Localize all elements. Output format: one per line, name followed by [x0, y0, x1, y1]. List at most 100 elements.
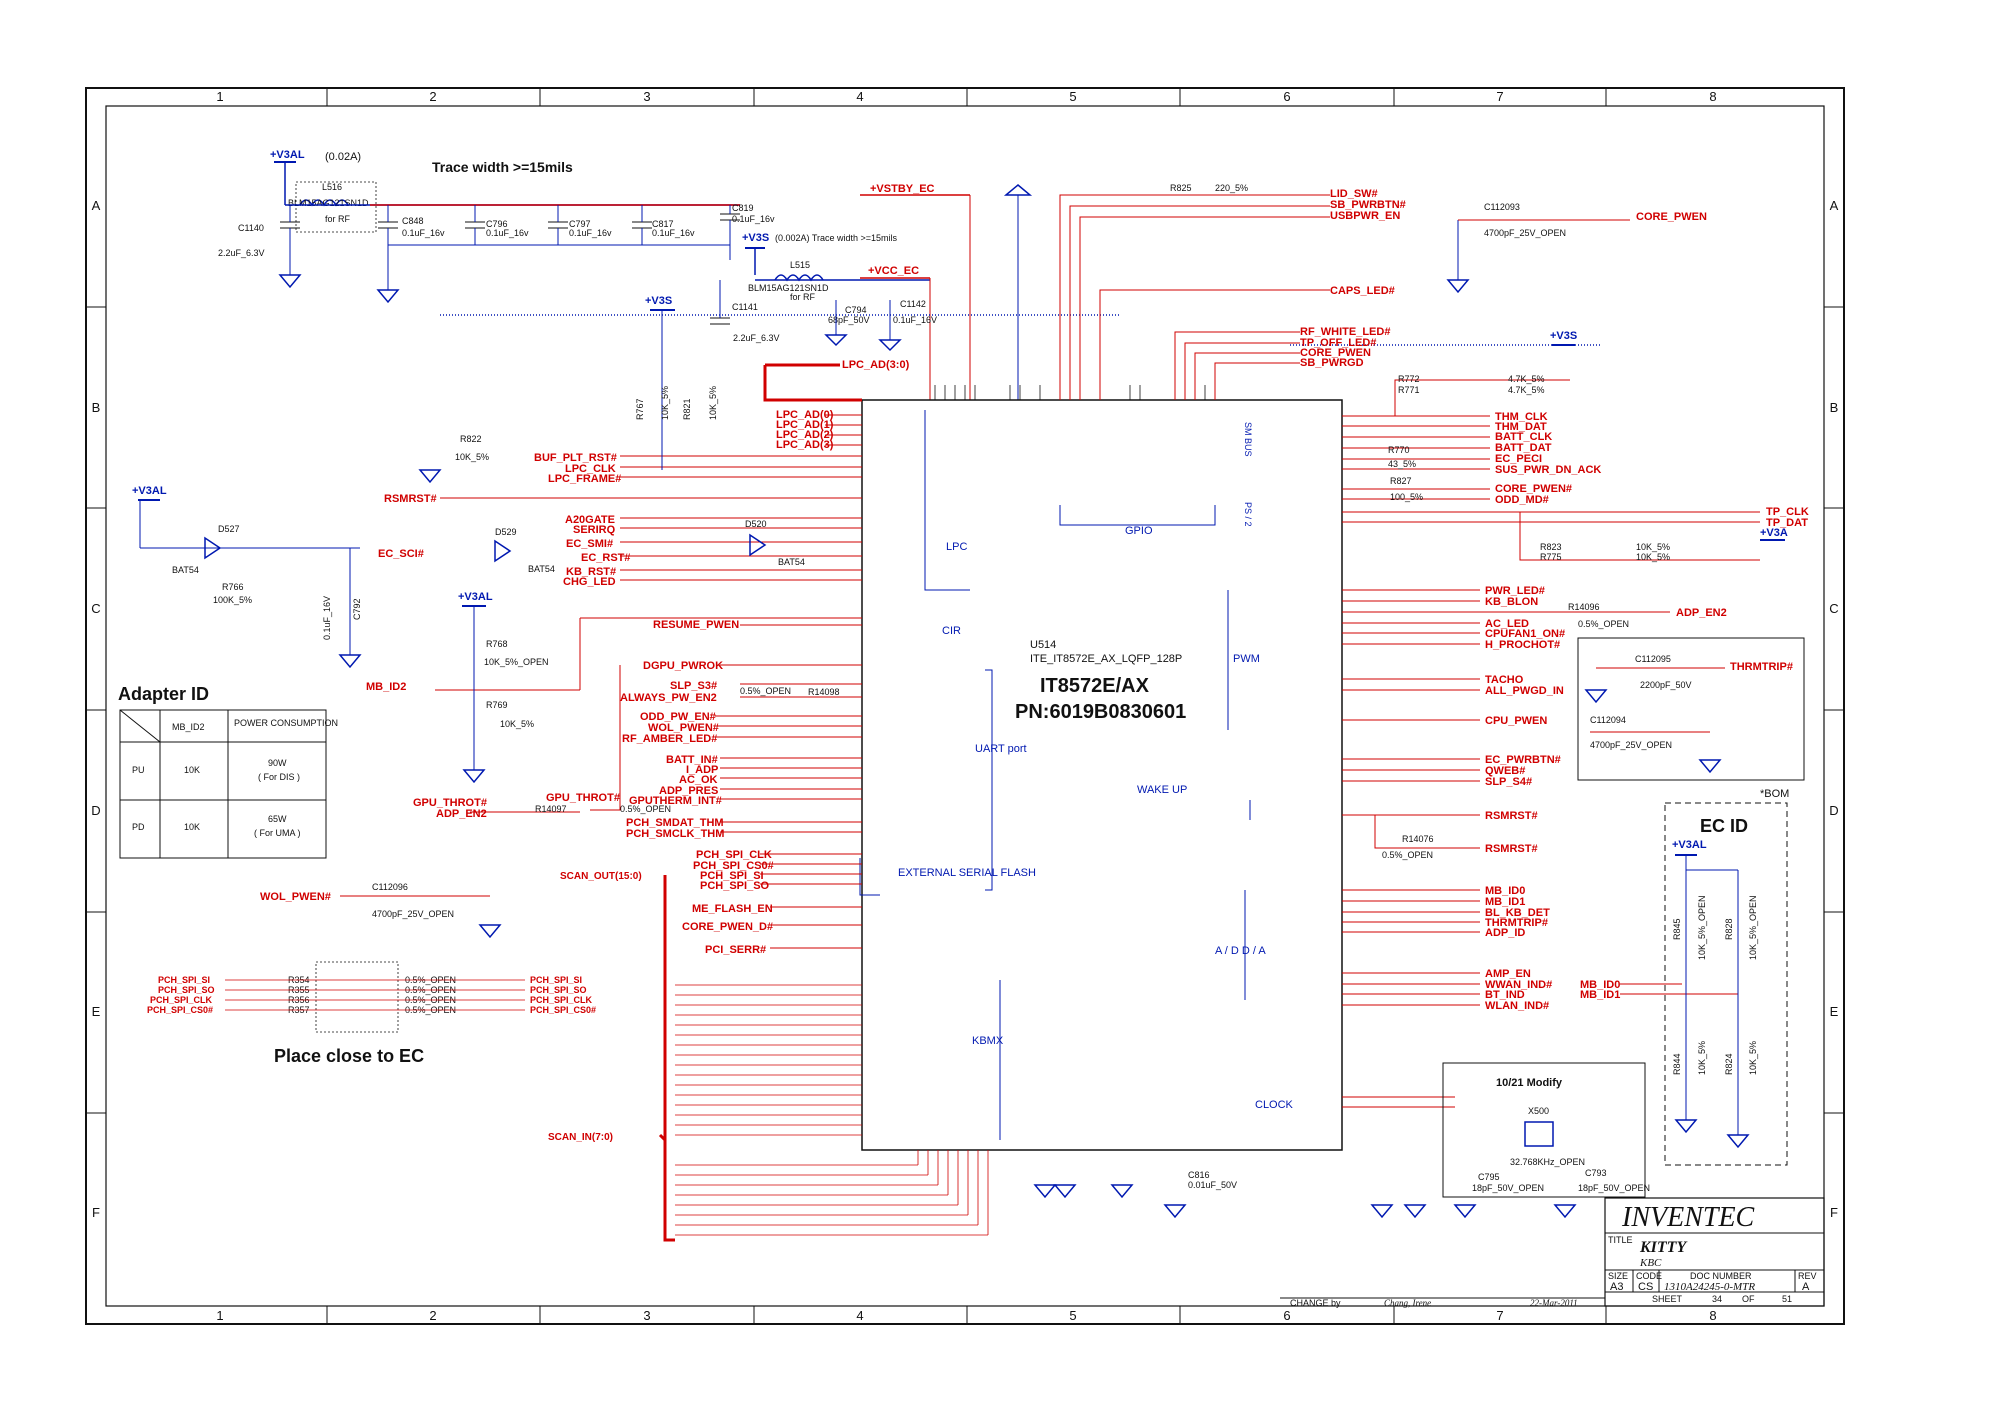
v3al-rail-label-2: +V3AL [132, 485, 167, 497]
c112093-ref: C112093 [1484, 202, 1520, 212]
c848-ref: C848 [402, 216, 424, 226]
r14076-value: 0.5%_OPEN [1382, 850, 1433, 860]
net-adp-id: ADP_ID [1485, 927, 1525, 939]
net-ec-sci: EC_SCI# [378, 548, 424, 560]
r844-ref: R844 [1672, 1053, 1682, 1075]
v3al-rail-label: +V3AL [270, 149, 305, 161]
net-tp-off-led: TP_OFF_LED# [1300, 337, 1376, 349]
v3al-rail-label-4: +V3AL [1672, 839, 1707, 851]
net-pwr-led: PWR_LED# [1485, 585, 1545, 597]
of-label: OF [1742, 1294, 1755, 1304]
rev-value: A [1802, 1281, 1810, 1293]
r14097-ref: R14097 [535, 804, 567, 814]
chip-pn: PN:6019B0830601 [1015, 701, 1186, 723]
table-row2-watts: 65W [268, 814, 287, 824]
code-label: CODE [1636, 1271, 1662, 1281]
net-ac-ok: AC_OK [679, 774, 718, 786]
r845-value: 10K_5%_OPEN [1697, 895, 1707, 960]
adapter-id-table: Adapter ID MB_ID2 POWER CONSUMPTION PU 1… [118, 684, 338, 859]
d529-ref: D529 [495, 527, 517, 537]
net-pch-spi-clk: PCH_SPI_CLK [696, 849, 772, 861]
size-label: SIZE [1608, 1271, 1628, 1281]
table-row2-note: ( For UMA ) [254, 828, 301, 838]
d529-part: BAT54 [528, 564, 555, 574]
block-cir: CIR [942, 625, 961, 637]
trace-width-note: Trace width >=15mils [432, 159, 573, 175]
net-pch-spi-so: PCH_SPI_SO [700, 880, 770, 892]
row-letter-e: E [92, 1004, 101, 1019]
l516-for-rf: for RF [325, 214, 351, 224]
spi-cs0-right: PCH_SPI_CS0# [530, 1005, 596, 1015]
change-by: Chang, Irene [1384, 1298, 1431, 1308]
net-sb-pwrgd: SB_PWRGD [1300, 357, 1364, 369]
c1142-ref: C1142 [900, 299, 926, 309]
r822-value: 10K_5% [455, 452, 489, 462]
net-scan-in: SCAN_IN(7:0) [548, 1132, 613, 1143]
net-adp-pres: ADP_PRES [659, 785, 718, 797]
doc-label: DOC NUMBER [1690, 1271, 1752, 1281]
table-row2-id: PD [132, 822, 145, 832]
net-ac-led: AC_LED [1485, 618, 1529, 630]
c816-value: 0.01uF_50V [1188, 1180, 1237, 1190]
net-thm-clk: THM_CLK [1495, 411, 1548, 423]
net-mb-id0: MB_ID0 [1485, 885, 1525, 897]
table-row1-watts: 90W [268, 758, 287, 768]
r768-value: 10K_5%_OPEN [484, 657, 549, 667]
v3s-rail-label-3: +V3S [1550, 330, 1577, 342]
c1142-value: 0.1uF_16V [893, 315, 937, 325]
net-serirq: SERIRQ [573, 524, 616, 536]
net-wol-pwen-2: WOL_PWEN# [260, 891, 331, 903]
table-header-power: POWER CONSUMPTION [234, 718, 338, 728]
net-rsmrst: RSMRST# [384, 493, 437, 505]
r770-ref: R770 [1388, 445, 1410, 455]
sheet-label: SHEET [1652, 1294, 1683, 1304]
outer-frame [85, 87, 1845, 1325]
spi-si-right: PCH_SPI_SI [530, 975, 582, 985]
row-letter-f: F [92, 1205, 100, 1220]
net-batt-dat: BATT_DAT [1495, 442, 1552, 454]
right-wiring [1059, 194, 1760, 1108]
vstby-ec-label: +VSTBY_EC [870, 183, 935, 195]
modify-note: 10/21 Modify [1496, 1077, 1563, 1089]
net-ec-smi: EC_SMI# [566, 538, 613, 550]
r14096-value: 0.5%_OPEN [1578, 619, 1629, 629]
net-ec-peci: EC_PECI [1495, 453, 1542, 465]
title-block: INVENTEC TITLE KITTY KBC SIZE A3 CODE CS… [1280, 1197, 1825, 1308]
v3a-rail-label: +V3A [1760, 527, 1788, 539]
block-flash: EXTERNAL SERIAL FLASH [898, 867, 1036, 879]
r775-value: 10K_5% [1636, 552, 1670, 562]
net-buf-plt-rst: BUF_PLT_RST# [534, 452, 617, 464]
col-num-8: 8 [1709, 89, 1716, 104]
x500-ref: X500 [1528, 1106, 1549, 1116]
lpc-ad0: LPC_AD(0) [776, 409, 834, 421]
block-kbmx: KBMX [972, 1035, 1004, 1047]
row-letter-d: D [91, 803, 100, 818]
r827-ref: R827 [1390, 476, 1412, 486]
net-batt-in: BATT_IN# [666, 754, 718, 766]
net-usbpwr-en: USBPWR_EN [1330, 210, 1400, 222]
table-row1-mbid: 10K [184, 765, 200, 775]
c819-ref: C819 [732, 203, 754, 213]
col-num-2: 2 [429, 89, 436, 104]
block-gpio: GPIO [1125, 525, 1153, 537]
net-kb-blon: KB_BLON [1485, 596, 1538, 608]
c792-ref: C792 [352, 598, 362, 620]
lpc-ad2: LPC_AD(2) [776, 429, 834, 441]
change-date: 22-Mar-2011 [1530, 1298, 1578, 1308]
net-resume-pwen: RESUME_PWEN [653, 619, 739, 631]
l515-part: BLM15AG121SN1D [748, 283, 829, 293]
c112094-value: 4700pF_25V_OPEN [1590, 740, 1672, 750]
net-thrmtrip: THRMTRIP# [1485, 917, 1548, 929]
net-odd-md: ODD_MD# [1495, 494, 1549, 506]
v3s-rail-label: +V3S [645, 295, 672, 307]
c793-value: 18pF_50V_OPEN [1578, 1183, 1650, 1193]
r14097-value: 0.5%_OPEN [620, 804, 671, 814]
net-tp-clk: TP_CLK [1766, 506, 1809, 518]
r772-ref: R772 [1398, 374, 1420, 384]
net-batt-clk: BATT_CLK [1495, 431, 1552, 443]
r772-value: 4.7K_5% [1508, 374, 1545, 384]
thrmtrip-box [1577, 637, 1805, 781]
col-num-6-bottom: 6 [1283, 1308, 1290, 1323]
chip-body [861, 399, 1343, 1151]
net-all-pwgd-in: ALL_PWGD_IN [1485, 685, 1564, 697]
